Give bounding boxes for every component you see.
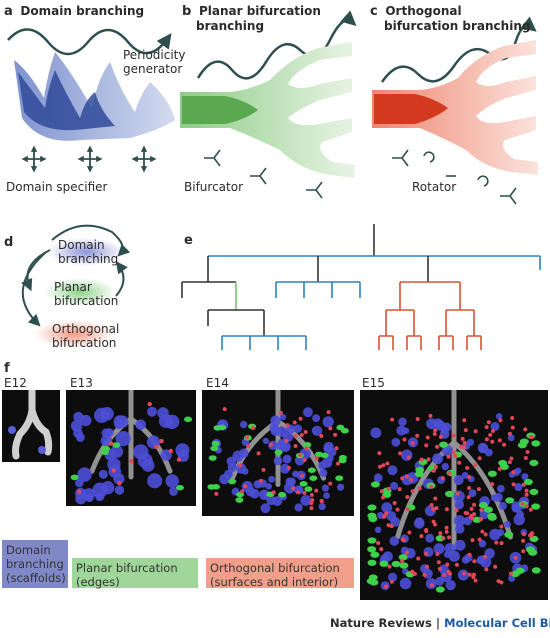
node-domain-branching: Domain branching xyxy=(58,238,118,266)
node-orthogonal-line2: bifurcation xyxy=(52,336,117,350)
micrograph-e14 xyxy=(202,390,354,516)
domain-specifier-label: Domain specifier xyxy=(6,180,108,194)
rotator-markers xyxy=(392,149,517,205)
planar-shape-inner xyxy=(182,96,258,124)
footer: Nature Reviews | Molecular Cell Biology xyxy=(330,616,550,630)
domain-shape-inner xyxy=(18,70,115,131)
panel-d-diagram xyxy=(21,224,131,348)
node-planar-bifurcation: Planar bifurcation xyxy=(54,280,118,308)
panel-b-letter: b xyxy=(182,4,192,19)
panel-e-letter: e xyxy=(184,233,193,248)
panel-a-letter: a xyxy=(4,4,13,19)
node-planar-line2: bifurcation xyxy=(54,294,119,308)
bifurcator-label: Bifurcator xyxy=(184,180,243,194)
orthogonal-wave xyxy=(380,16,537,83)
orthogonal-shape-outer xyxy=(372,40,538,175)
panel-a-heading: a Domain branching xyxy=(4,4,144,19)
panel-b-title-line1: Planar bifurcation xyxy=(198,4,321,18)
stage-e13-label: E13 xyxy=(70,376,93,390)
periodicity-annotation-text: Periodicity generator xyxy=(123,48,186,76)
domain-glow xyxy=(48,238,124,266)
bifurcation-wave xyxy=(196,10,357,80)
micrograph-e12 xyxy=(2,390,60,462)
periodicity-wave xyxy=(7,28,172,56)
panel-b-title-line2: branching xyxy=(196,19,265,33)
node-domain-line1: Domain xyxy=(58,238,105,252)
legend-planar-bifurcation: Planar bifurcation (edges) xyxy=(72,558,198,589)
panel-c-title-line2: bifurcation branching xyxy=(384,19,531,33)
planar-shape-outer xyxy=(180,42,355,178)
orthogonal-shape-inner xyxy=(374,94,448,124)
legend-orthogonal-bifurcation: Orthogonal bifurcation (surfaces and int… xyxy=(206,558,354,589)
footer-separator: | xyxy=(435,616,441,630)
panel-e-tree xyxy=(181,224,541,350)
orthogonal-glow xyxy=(34,320,114,348)
bifurcator-markers xyxy=(204,149,323,199)
panel-c-illustration xyxy=(372,16,538,205)
node-planar-line1: Planar xyxy=(54,280,92,294)
self-loop-arrow xyxy=(51,224,131,257)
rotator-label: Rotator xyxy=(412,180,457,194)
legend-planar-line1: Planar bifurcation xyxy=(76,561,178,575)
panel-c-letter: c xyxy=(370,4,378,19)
node-orthogonal-line1: Orthogonal xyxy=(52,322,120,336)
legend-domain-line2: branching xyxy=(6,557,64,571)
domain-specifier-markers xyxy=(21,145,157,173)
legend-orthogonal-line1: Orthogonal bifurcation xyxy=(210,561,340,575)
footer-journal: Nature Reviews xyxy=(330,616,432,630)
stage-e12-label: E12 xyxy=(4,376,27,390)
panel-a-title: Domain branching xyxy=(20,4,145,18)
stage-e14-label: E14 xyxy=(206,376,229,390)
panel-c-title-line1: Orthogonal xyxy=(385,4,462,18)
legend-domain-line1: Domain xyxy=(6,543,51,557)
legend-orthogonal-line2: (surfaces and interior) xyxy=(210,575,339,589)
stage-e15-label: E15 xyxy=(362,376,385,390)
node-orthogonal-bifurcation: Orthogonal bifurcation xyxy=(52,322,119,350)
micrograph-e13 xyxy=(66,390,196,506)
footer-section: Molecular Cell Biology xyxy=(444,616,550,630)
panel-b-illustration xyxy=(180,10,357,199)
panel-c-heading: c Orthogonal bifurcation branching xyxy=(370,4,530,33)
domain-to-orthogonal-arrow xyxy=(21,251,47,327)
panel-a-illustration xyxy=(7,28,175,173)
legend-domain-line3: (scaffolds) xyxy=(6,571,66,585)
node-domain-line2: branching xyxy=(58,252,119,266)
panel-f-letter: f xyxy=(4,361,10,376)
panel-d-letter: d xyxy=(4,235,14,250)
legend-domain-branching: Domain branching (scaffolds) xyxy=(2,540,68,588)
top-illustrations xyxy=(7,10,538,205)
micrograph-e15 xyxy=(360,390,548,600)
legend-planar-line2: (edges) xyxy=(76,575,120,589)
periodicity-annotation: Periodicity generator xyxy=(123,48,195,76)
planar-glow xyxy=(44,278,116,306)
panel-b-heading: b Planar bifurcation branching xyxy=(182,4,321,33)
planar-to-domain-arrow xyxy=(115,261,128,297)
